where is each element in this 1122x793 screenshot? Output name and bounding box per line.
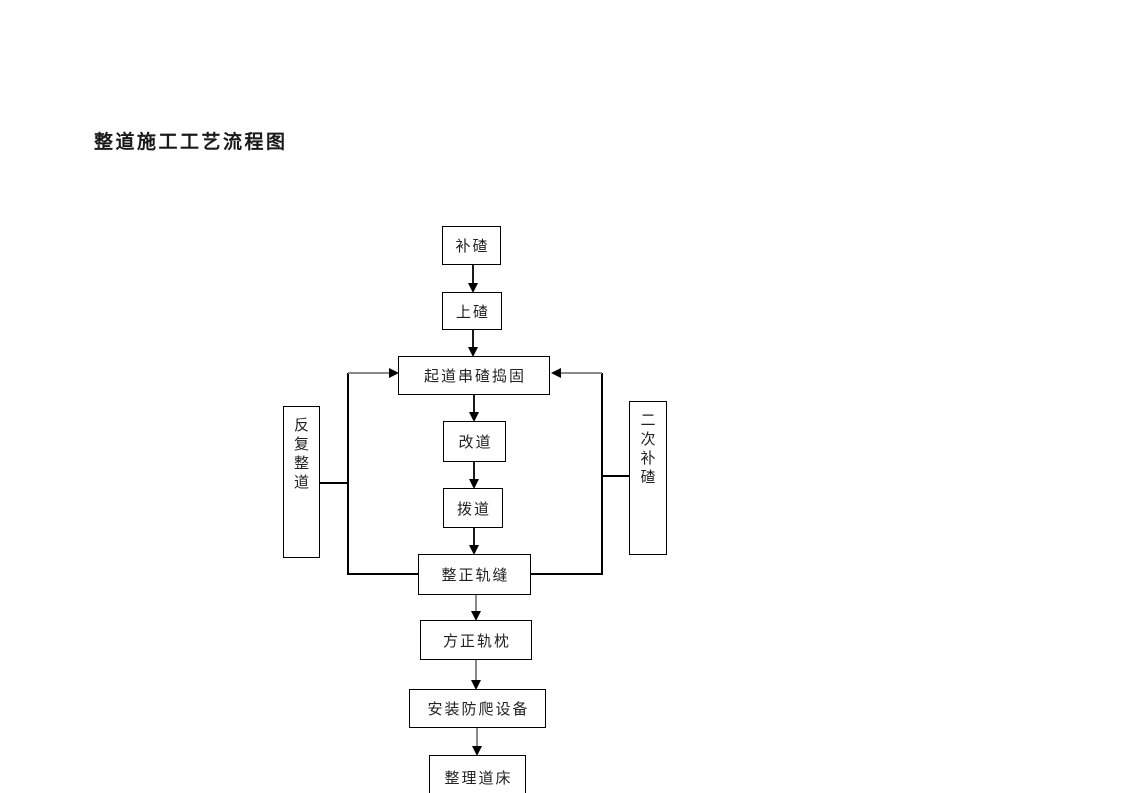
connector-line bbox=[347, 373, 349, 575]
connector-line bbox=[348, 372, 390, 374]
connector-line bbox=[602, 475, 629, 477]
arrow-down-icon bbox=[471, 611, 481, 621]
connector-line bbox=[475, 660, 477, 680]
flow-node-zhengzheng-guifeng: 整正轨缝 bbox=[418, 554, 531, 595]
flow-node-badao: 拨道 bbox=[443, 488, 503, 528]
connector-line bbox=[473, 528, 475, 546]
flow-node-erci-bucha: 二次补碴 bbox=[629, 401, 667, 555]
flow-node-label: 改道 bbox=[458, 433, 493, 451]
connector-line bbox=[472, 265, 474, 284]
flow-node-label: 反复整道 bbox=[292, 417, 310, 493]
arrow-down-icon bbox=[472, 746, 482, 756]
flow-node-label: 安装防爬设备 bbox=[427, 700, 530, 718]
flow-node-fanfu-zhengdao: 反复整道 bbox=[283, 406, 320, 558]
connector-line bbox=[475, 595, 477, 612]
flow-node-label: 整理道床 bbox=[444, 769, 513, 787]
connector-line bbox=[320, 482, 348, 484]
flow-node-label: 方正轨枕 bbox=[442, 631, 511, 650]
flow-node-label: 整正轨缝 bbox=[441, 566, 510, 584]
flow-node-label: 上碴 bbox=[455, 302, 490, 321]
flow-node-zhengli-daochuang: 整理道床 bbox=[429, 755, 526, 793]
arrow-down-icon bbox=[468, 347, 478, 357]
connector-line bbox=[472, 330, 474, 348]
connector-line bbox=[531, 573, 602, 575]
connector-line bbox=[473, 395, 475, 413]
arrow-down-icon bbox=[469, 545, 479, 555]
arrow-down-icon bbox=[469, 479, 479, 489]
arrow-down-icon bbox=[469, 412, 479, 422]
flow-node-label: 起道串碴捣固 bbox=[423, 367, 526, 385]
arrow-right-icon bbox=[389, 368, 399, 378]
arrow-down-icon bbox=[468, 283, 478, 293]
arrow-left-icon bbox=[551, 368, 561, 378]
flow-node-label: 拨道 bbox=[456, 499, 491, 518]
flow-node-label: 补碴 bbox=[455, 237, 490, 255]
flow-node-shangcha: 上碴 bbox=[442, 292, 502, 330]
connector-line bbox=[601, 373, 603, 575]
connector-line bbox=[476, 728, 478, 746]
arrow-down-icon bbox=[471, 680, 481, 690]
flow-node-gaidao: 改道 bbox=[443, 421, 506, 462]
connector-line bbox=[560, 372, 602, 374]
flow-node-qidao-chuancha-daogu: 起道串碴捣固 bbox=[398, 356, 550, 395]
flow-node-anzhuang-fangpa-shebei: 安装防爬设备 bbox=[409, 689, 546, 728]
page-title: 整道施工工艺流程图 bbox=[94, 132, 288, 153]
connector-line bbox=[473, 462, 475, 480]
flow-node-bucha: 补碴 bbox=[442, 226, 501, 265]
connector-line bbox=[347, 573, 418, 575]
flow-node-fangzheng-guizhen: 方正轨枕 bbox=[420, 620, 532, 660]
flow-node-label: 二次补碴 bbox=[638, 412, 657, 488]
